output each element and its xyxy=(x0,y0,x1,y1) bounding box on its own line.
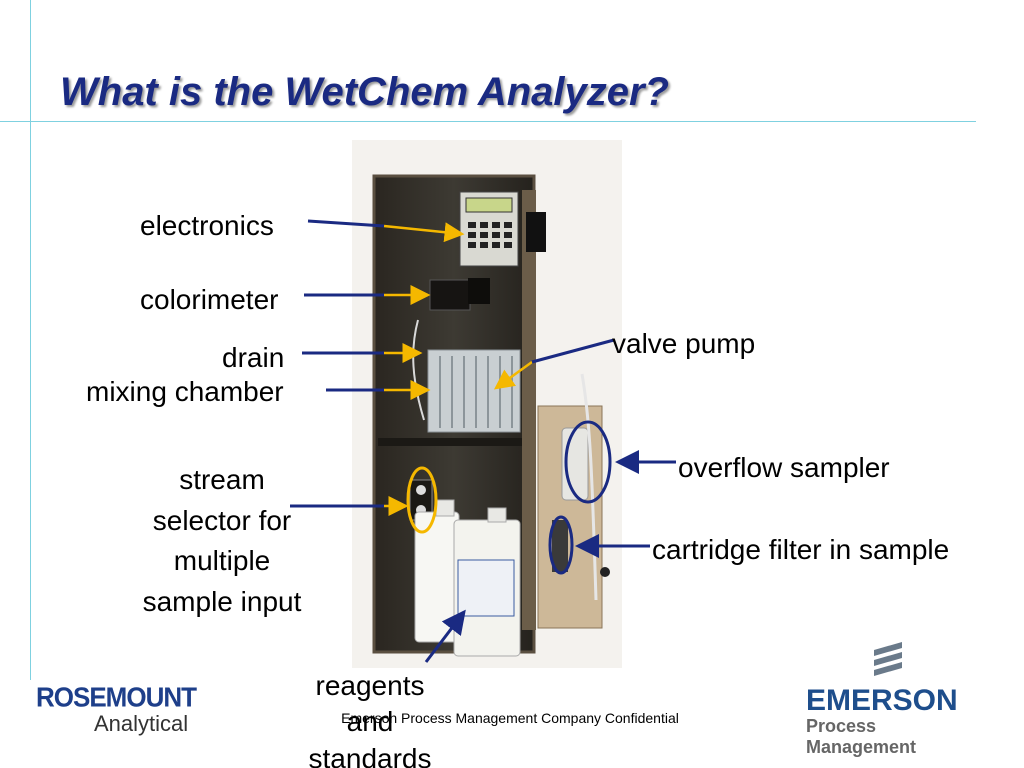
guide-line-horizontal xyxy=(0,121,976,122)
label-electronics: electronics xyxy=(140,210,274,241)
emerson-sub: Process Management xyxy=(806,716,917,757)
arrow-electronics xyxy=(383,222,465,243)
highlight-overflow-sampler xyxy=(564,420,612,504)
leader-valve-pump xyxy=(531,338,615,364)
colorimeter-block xyxy=(429,279,471,311)
cabinet-shelf xyxy=(378,438,530,446)
label-drain: drain xyxy=(222,342,285,373)
door-latch xyxy=(526,212,546,252)
label-colorimeter: colorimeter xyxy=(140,284,279,315)
leader-reagents xyxy=(424,609,466,663)
label-cartridge-filter: cartridge filter in sample xyxy=(652,534,950,565)
label-stream-selector-line: selector for xyxy=(152,504,292,536)
highlight-cartridge-filter xyxy=(548,515,574,575)
label-stream-selector-line: stream xyxy=(179,464,265,495)
confidential-footer: Emerson Process Management Company Confi… xyxy=(341,710,679,726)
label-stream-selector-line: multiple xyxy=(173,545,271,577)
display-screen xyxy=(465,197,513,213)
emerson-wordmark: EMERSON xyxy=(806,684,958,717)
label-mixing-chamber: mixing chamber xyxy=(86,376,284,407)
highlight-stream-selector xyxy=(406,466,438,534)
label-stream-selector-line: sample input xyxy=(142,585,302,617)
label-reagents-line: standards xyxy=(308,742,432,768)
label-reagents-line: reagents xyxy=(315,670,425,701)
leader-electronics xyxy=(307,219,385,228)
reagent-label xyxy=(457,559,515,617)
drain-tube xyxy=(412,319,425,421)
guide-line-vertical xyxy=(30,0,31,680)
label-overflow-sampler: overflow sampler xyxy=(678,452,890,483)
label-stream-selector: stream selector for multiple sample inpu… xyxy=(112,460,332,622)
pump-manifold xyxy=(427,349,521,433)
slide-title: What is the WetChem Analyzer? xyxy=(60,70,669,114)
emerson-mark-icon xyxy=(874,642,902,676)
rosemount-wordmark: ROSEMOUNT xyxy=(36,680,197,714)
label-reagents: reagents and standards xyxy=(290,668,450,768)
colorimeter-side xyxy=(468,278,490,304)
rosemount-logo: ROSEMOUNT Analytical xyxy=(36,680,197,737)
label-reagents-line: and xyxy=(346,706,394,738)
arrow-valve-pump xyxy=(493,360,533,390)
door-edge xyxy=(522,190,536,630)
cartridge-filter xyxy=(552,520,568,572)
label-valve-pump: valve pump xyxy=(612,328,756,359)
rosemount-sub: Analytical xyxy=(94,711,189,736)
emerson-logo: EMERSON Process Management xyxy=(806,640,986,758)
